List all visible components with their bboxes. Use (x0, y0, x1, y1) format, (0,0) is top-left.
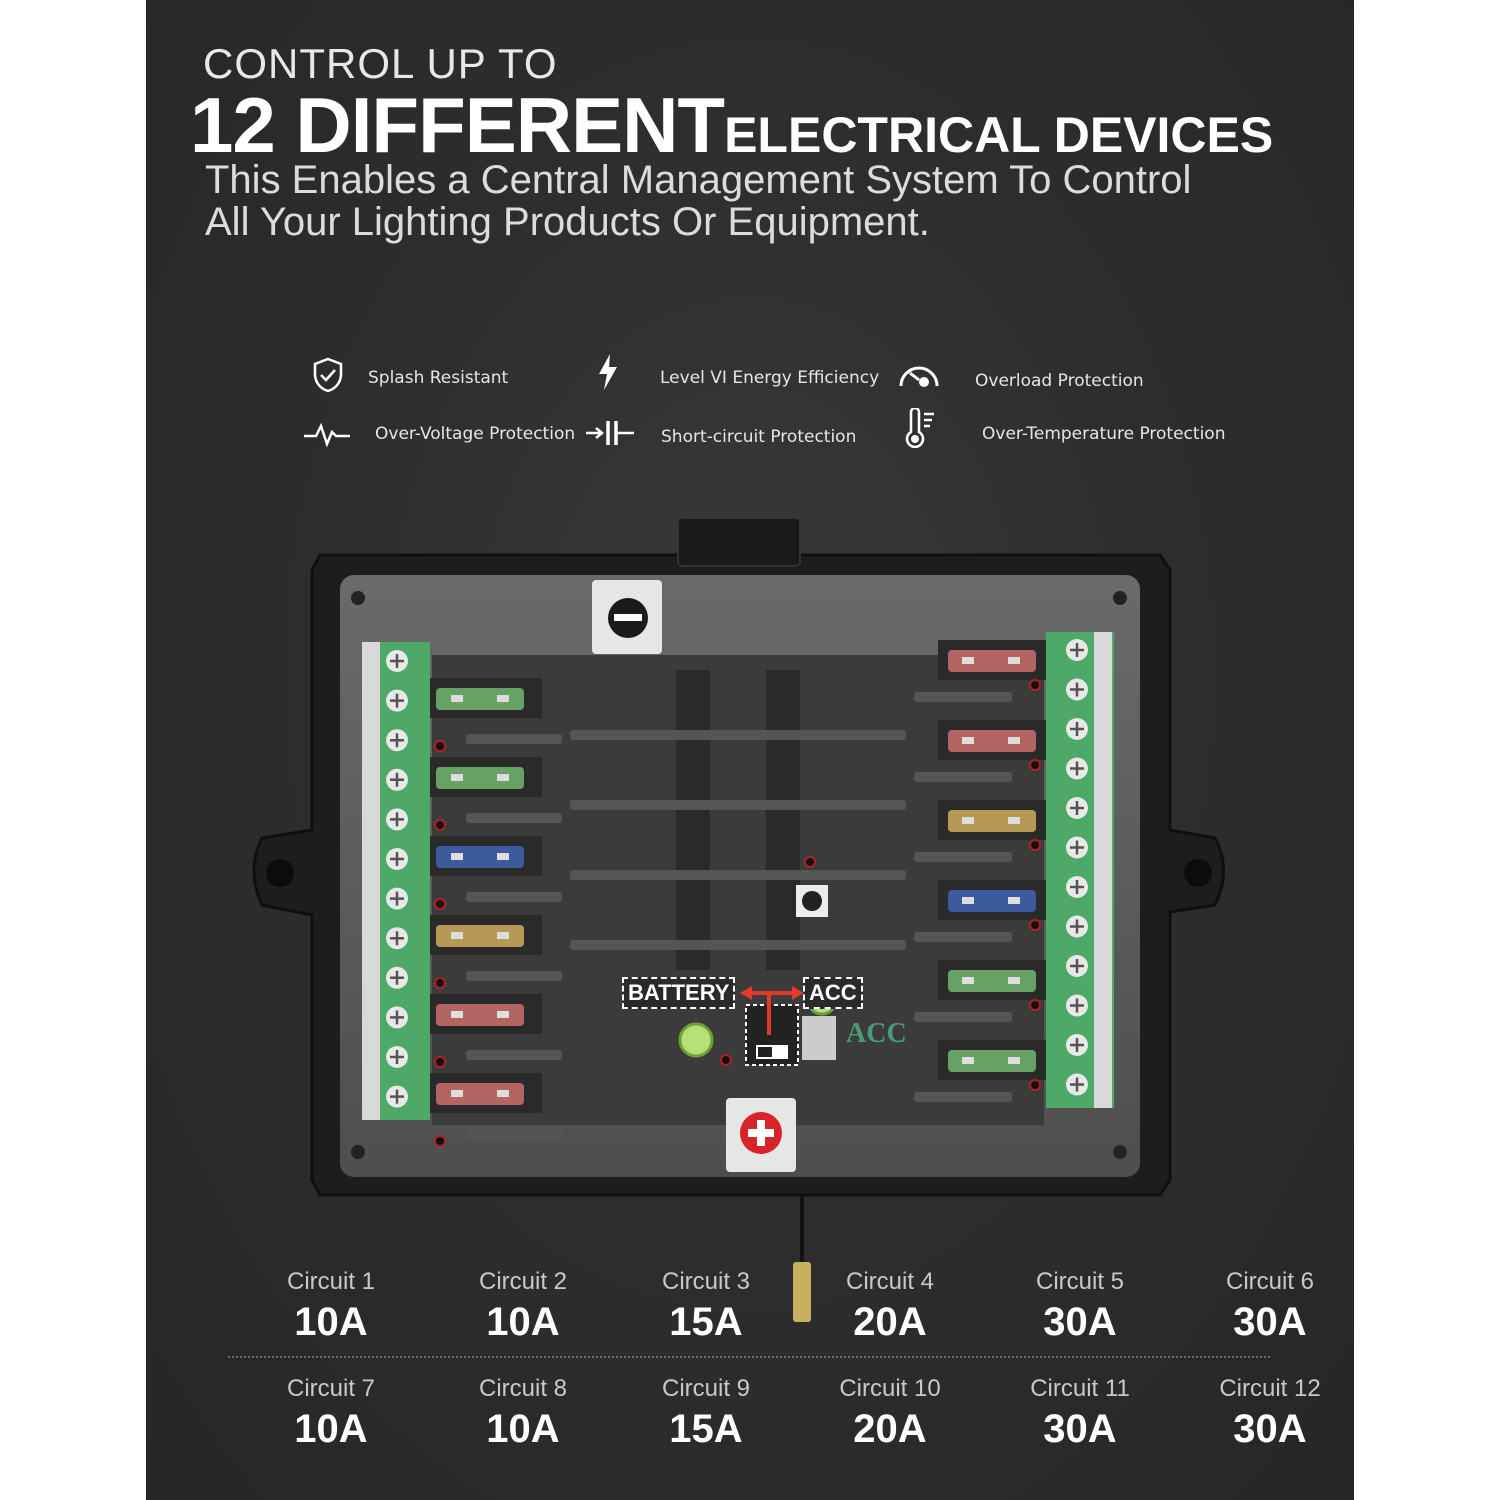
headline-small: ELECTRICAL DEVICES (724, 107, 1274, 163)
subtitle-line2: All Your Lighting Products Or Equipment. (205, 200, 930, 244)
circuit-item: Circuit 1 10A (241, 1268, 421, 1345)
circuit-amperage: 20A (853, 1300, 927, 1344)
circuit-item: Circuit 7 10A (241, 1375, 421, 1452)
feature-label: Level VI Energy Efficiency (660, 368, 880, 388)
circuit-amperage: 30A (1043, 1300, 1117, 1344)
mount-hole (266, 859, 294, 887)
circuit-amperage: 10A (294, 1300, 368, 1344)
circuit-name: Circuit 9 (661, 1375, 751, 1402)
headline-line2: 12 DIFFERENTELECTRICAL DEVICES (190, 80, 1273, 171)
blade-fuse (948, 970, 1036, 992)
acc-label: ACC (803, 977, 863, 1009)
circuit-item: Circuit 6 30A (1180, 1268, 1360, 1345)
circuit-amperage: 30A (1233, 1407, 1307, 1451)
circuit-amperage: 30A (1043, 1407, 1117, 1451)
circuit-amperage: 20A (853, 1407, 927, 1451)
acc-mark: ACC (846, 1018, 907, 1049)
circuit-item: Circuit 10 20A (800, 1375, 980, 1452)
circuit-amperage: 15A (669, 1407, 743, 1451)
circuit-item: Circuit 12 30A (1180, 1375, 1360, 1452)
circuit-amperage: 15A (669, 1300, 743, 1344)
feature-label: Splash Resistant (368, 368, 509, 388)
blade-fuse (948, 1050, 1036, 1072)
circuit-name: Circuit 7 (286, 1375, 376, 1402)
circuit-name: Circuit 12 (1219, 1375, 1321, 1402)
circuit-name: Circuit 5 (1035, 1268, 1125, 1295)
blade-fuse (436, 1083, 524, 1105)
lid-latch (677, 517, 801, 567)
status-led (678, 1022, 714, 1058)
circuit-name: Circuit 11 (1030, 1375, 1130, 1402)
blade-fuse (948, 650, 1036, 672)
subtitle-line1: This Enables a Central Management System… (205, 158, 1192, 202)
capacitor-icon (586, 421, 634, 445)
lightning-icon (599, 354, 617, 390)
circuit-amperage: 10A (486, 1407, 560, 1451)
blade-fuse (436, 688, 524, 710)
circuit-divider (228, 1356, 1270, 1358)
thermometer-icon (905, 408, 934, 448)
circuit-name: Circuit 6 (1225, 1268, 1315, 1295)
blade-fuse (948, 890, 1036, 912)
feature-label: Over-Voltage Protection (375, 424, 576, 444)
feature-label: Short-circuit Protection (661, 427, 857, 447)
blade-fuse (948, 730, 1036, 752)
circuit-amperage: 30A (1233, 1300, 1307, 1344)
circuit-amperage: 10A (294, 1407, 368, 1451)
mount-hole (1184, 859, 1212, 887)
circuit-item: Circuit 5 30A (990, 1268, 1170, 1345)
circuit-name: Circuit 3 (661, 1268, 751, 1295)
circuit-name: Circuit 4 (845, 1268, 935, 1295)
circuit-item: Circuit 4 20A (800, 1268, 980, 1345)
circuit-name: Circuit 1 (286, 1268, 376, 1295)
circuit-amperage: 10A (486, 1300, 560, 1344)
gauge-icon (899, 366, 939, 387)
circuit-name: Circuit 10 (839, 1375, 941, 1402)
wire-connector (793, 1262, 811, 1322)
circuit-item: Circuit 11 30A (990, 1375, 1170, 1452)
shield-check-icon (313, 357, 343, 393)
waveform-icon (304, 422, 350, 448)
acc-connector (802, 1016, 836, 1060)
blade-fuse (436, 846, 524, 868)
circuit-name: Circuit 2 (478, 1268, 568, 1295)
feature-label: Overload Protection (975, 371, 1144, 391)
circuit-item: Circuit 3 15A (616, 1268, 796, 1345)
headline-big: 12 DIFFERENT (190, 81, 725, 169)
feature-label: Over-Temperature Protection (982, 424, 1226, 444)
circuit-item: Circuit 2 10A (433, 1268, 613, 1345)
blade-fuse (436, 767, 524, 789)
circuit-item: Circuit 8 10A (433, 1375, 613, 1452)
blade-fuse (436, 1004, 524, 1026)
blade-fuse (948, 810, 1036, 832)
battery-label: BATTERY (622, 977, 736, 1009)
circuit-item: Circuit 9 15A (616, 1375, 796, 1452)
circuit-name: Circuit 8 (478, 1375, 568, 1402)
headline-line1: CONTROL UP TO (203, 40, 558, 87)
blade-fuse (436, 925, 524, 947)
